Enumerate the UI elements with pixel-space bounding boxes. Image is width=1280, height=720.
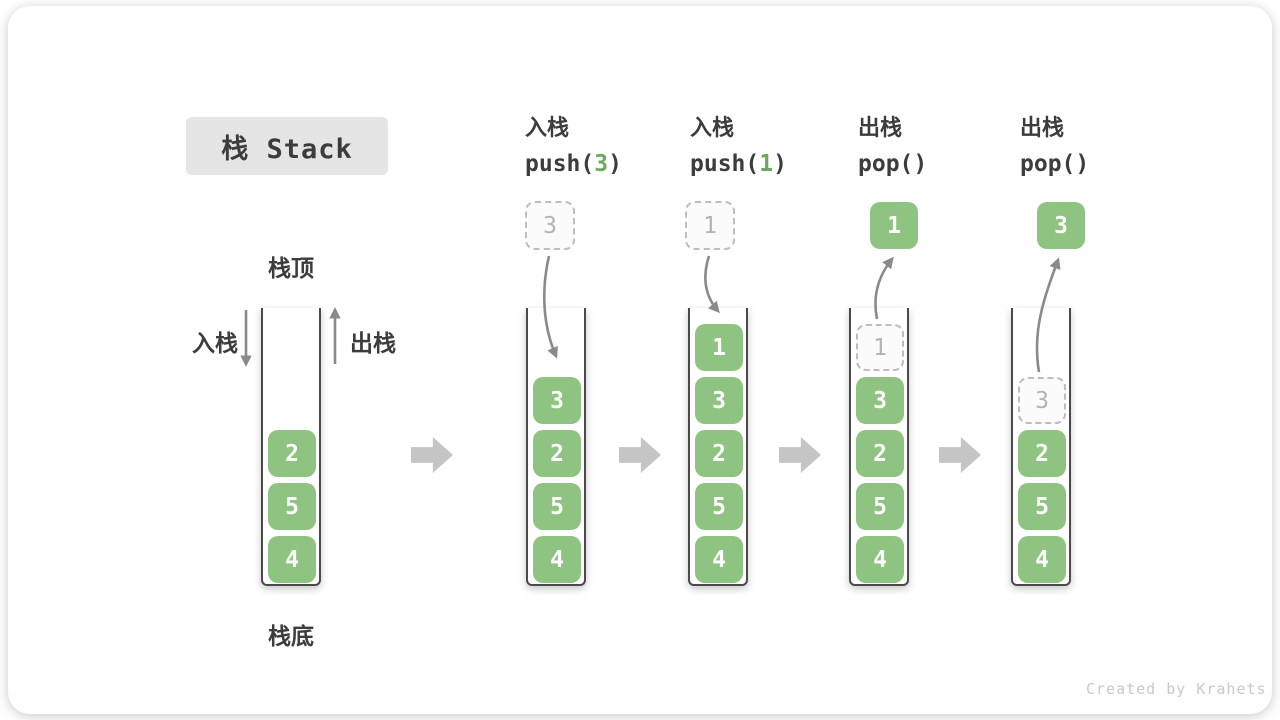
stack-block: 4 <box>268 536 316 583</box>
stack-block: 2 <box>695 430 743 477</box>
transition-arrow-icon <box>619 437 661 473</box>
ghost-block: 1 <box>856 324 904 371</box>
pop-side-label: 出栈 <box>350 330 396 356</box>
title-badge: 栈 Stack <box>186 117 388 175</box>
op-header-push-1: 入栈 push(1) <box>690 110 850 177</box>
title-text: 栈 Stack <box>221 133 353 165</box>
transition-arrow-icon <box>411 437 453 473</box>
incoming-value-box: 1 <box>685 201 735 250</box>
stack-block: 2 <box>856 430 904 477</box>
op-header-push-3: 入栈 push(3) <box>525 110 685 177</box>
op-name: 入栈 <box>690 115 735 140</box>
op-name: 入栈 <box>525 115 570 140</box>
stack-block: 3 <box>695 377 743 424</box>
stack-block: 2 <box>1018 430 1066 477</box>
stack-after-push-1: 1 3 2 5 4 <box>688 308 748 586</box>
op-name: 出栈 <box>858 115 903 140</box>
op-code: push(3) <box>525 151 622 177</box>
stack-block: 5 <box>695 483 743 530</box>
stack-after-push-3: 3 2 5 4 <box>526 308 586 586</box>
stack-block: 2 <box>268 430 316 477</box>
op-arg: 1 <box>759 151 774 177</box>
stack-block: 5 <box>268 483 316 530</box>
stack-block: 5 <box>856 483 904 530</box>
stack-after-pop-1: 1 3 2 5 4 <box>849 308 909 586</box>
diagram-card: 栈 Stack 栈顶 栈底 入栈 出栈 入栈 push(3) 入栈 push(1… <box>8 6 1272 714</box>
push-side-label: 入栈 <box>192 330 238 356</box>
op-name: 出栈 <box>1020 115 1065 140</box>
ghost-block: 3 <box>1018 377 1066 424</box>
stack-block: 4 <box>533 536 581 583</box>
stack-block: 1 <box>695 324 743 371</box>
stack-top-label: 栈顶 <box>268 255 314 281</box>
stack-block: 4 <box>856 536 904 583</box>
stack-block: 4 <box>1018 536 1066 583</box>
op-code: push(1) <box>690 151 787 177</box>
op-code: pop() <box>858 151 928 177</box>
push-1-arrow-icon <box>704 255 720 314</box>
op-code: pop() <box>1020 151 1090 177</box>
stack-block: 2 <box>533 430 581 477</box>
op-arg: 3 <box>594 151 609 177</box>
op-header-pop-1: 出栈 pop() <box>858 110 1018 177</box>
stack-block: 5 <box>1018 483 1066 530</box>
stack-block: 5 <box>533 483 581 530</box>
stack-after-pop-3: 3 2 5 4 <box>1011 308 1071 586</box>
stack-block: 3 <box>856 377 904 424</box>
stack-initial: 2 5 4 <box>261 308 321 586</box>
stack-block: 4 <box>695 536 743 583</box>
incoming-value-box: 3 <box>525 201 575 250</box>
popped-value-box: 3 <box>1037 202 1085 249</box>
op-header-pop-3: 出栈 pop() <box>1020 110 1180 177</box>
popped-value-box: 1 <box>870 202 918 249</box>
watermark: Created by Krahets <box>1086 680 1267 698</box>
stack-block: 3 <box>533 377 581 424</box>
transition-arrow-icon <box>779 437 821 473</box>
stack-bottom-label: 栈底 <box>268 623 314 649</box>
transition-arrow-icon <box>939 437 981 473</box>
